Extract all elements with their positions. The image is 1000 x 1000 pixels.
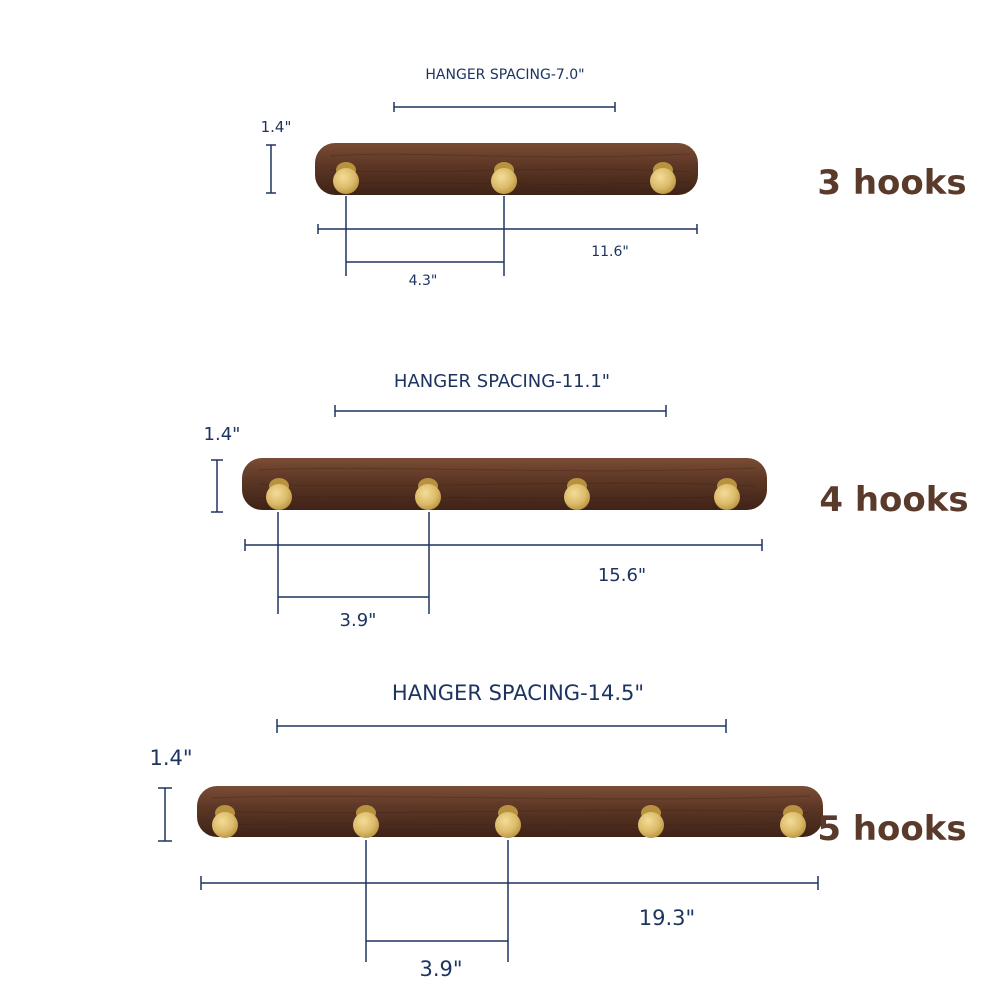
hook [714,478,740,510]
hooks-count-label: 4 hooks [819,480,968,520]
total-length-dimension-line [317,224,698,234]
hook [266,478,292,510]
rack-5-hooks: HANGER SPACING-14.5" 1.4" [149,681,966,981]
hanger-spacing-label: HANGER SPACING-7.0" [425,67,584,83]
hook [638,805,664,838]
rack-4-hooks: HANGER SPACING-11.1" 1.4" [204,371,969,631]
hook-spacing-label: 4.3" [409,273,438,289]
hook [415,478,441,510]
height-dimension-line [158,787,172,842]
hook [353,805,379,838]
height-label: 1.4" [204,424,241,445]
hook [495,805,521,838]
hook [333,162,359,194]
hook [212,805,238,838]
total-length-label: 11.6" [591,244,629,260]
height-label: 1.4" [149,746,192,770]
hanger-spacing-dimension-line [276,719,727,733]
hook-spacing-dimension-line [277,512,430,614]
hook [564,478,590,510]
rack-3-hooks: HANGER SPACING-7.0" 1.4" [261,67,967,289]
hanger-spacing-dimension-line [334,405,667,417]
height-dimension-line [266,144,276,194]
total-length-dimension-line [244,539,763,551]
hook [780,805,806,838]
hook-spacing-dimension-line [365,840,509,962]
hook-spacing-label: 3.9" [340,610,377,631]
hook-spacing-dimension-line [345,196,505,276]
wood-grain [257,467,756,499]
wood-board [242,458,767,510]
hook [650,162,676,194]
hanger-spacing-label: HANGER SPACING-11.1" [394,371,610,392]
total-length-label: 15.6" [598,565,646,586]
total-length-dimension-line [200,876,819,890]
height-label: 1.4" [261,118,292,136]
hanger-spacing-dimension-line [393,102,616,112]
hooks-count-label: 5 hooks [817,809,966,849]
hooks-count-label: 3 hooks [817,163,966,203]
hook [491,162,517,194]
height-dimension-line [211,459,223,513]
hook-spacing-label: 3.9" [419,957,462,981]
hanger-spacing-label: HANGER SPACING-14.5" [392,681,644,705]
total-length-label: 19.3" [639,906,695,930]
